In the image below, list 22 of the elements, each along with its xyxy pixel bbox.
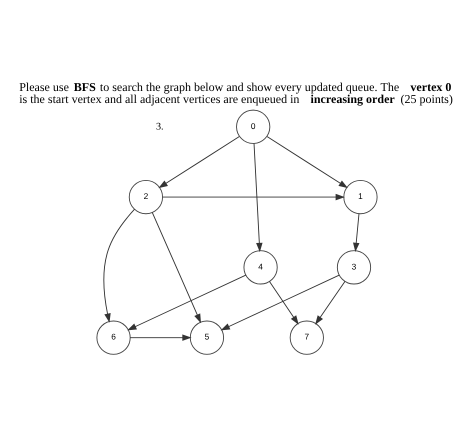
node-circle: 1 bbox=[343, 179, 378, 214]
arrow bbox=[269, 280, 299, 324]
arrow bbox=[130, 334, 192, 340]
arrow bbox=[353, 212, 360, 252]
arrow bbox=[152, 212, 201, 323]
arrow bbox=[315, 280, 346, 324]
arrow bbox=[103, 208, 135, 322]
node-circle: 5 bbox=[190, 320, 224, 354]
arrow bbox=[254, 142, 263, 252]
arrow bbox=[220, 274, 340, 330]
node-circle: 4 bbox=[243, 250, 278, 284]
arrow bbox=[266, 136, 348, 188]
arrow bbox=[127, 274, 246, 330]
node-circle: 3 bbox=[336, 250, 372, 284]
label: 3. bbox=[156, 120, 164, 132]
node-circle: 0 bbox=[236, 109, 270, 144]
node-circle: 2 bbox=[128, 179, 164, 214]
diagram-title: Please use BFS to search the graph below and show every updated queue. The vertex 0 is the start vertex and all adjacent vertices are enqueued in increasing order (25 points) bbox=[19, 80, 453, 106]
node-circle: 7 bbox=[290, 320, 324, 354]
arrow bbox=[162, 193, 345, 200]
node-circle: 6 bbox=[96, 320, 131, 354]
arrow bbox=[158, 136, 240, 188]
